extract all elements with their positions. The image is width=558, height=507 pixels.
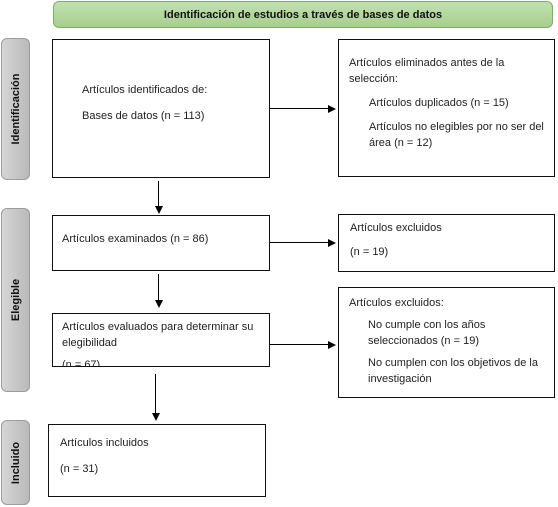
phase-identification-label: Identificación bbox=[9, 73, 22, 145]
arrow-identified-to-removed bbox=[270, 108, 328, 109]
included-box: Artículos incluidos (n = 31) bbox=[48, 424, 266, 497]
excluded1-line2: (n = 19) bbox=[350, 246, 389, 258]
excluded2-box: Artículos excluidos: No cumple con los a… bbox=[338, 287, 555, 398]
identified-line1: Artículos identificados de: bbox=[82, 84, 208, 96]
diagram-title: Identificación de estudios a través de b… bbox=[53, 1, 553, 28]
phase-included: Incluido bbox=[1, 420, 30, 505]
excluded1-box: Artículos excluidos (n = 19) bbox=[338, 214, 555, 272]
identified-box: Artículos identificados de: Bases de dat… bbox=[52, 39, 270, 178]
arrowhead-identified-to-removed bbox=[328, 104, 336, 113]
phase-eligible: Elegible bbox=[1, 208, 30, 392]
removed-title: Artículos eliminados antes de la selecci… bbox=[349, 57, 505, 85]
included-line2: (n = 31) bbox=[60, 463, 99, 475]
arrowhead-assessed-to-included bbox=[151, 413, 160, 421]
removed-item2: Artículos no elegibles por no ser del ár… bbox=[369, 121, 544, 149]
assessed-box: Artículos evaluados para determinar su e… bbox=[52, 313, 270, 367]
included-line1: Artículos incluidos bbox=[60, 437, 149, 449]
arrow-assessed-to-excluded2 bbox=[270, 344, 328, 345]
assessed-line1: Artículos evaluados para determinar su e… bbox=[62, 321, 254, 349]
phase-included-label: Incluido bbox=[9, 441, 22, 484]
removed-box: Artículos eliminados antes de la selecci… bbox=[338, 39, 555, 177]
assessed-line2: (n = 67) bbox=[62, 359, 101, 367]
screened-line1: Artículos examinados (n = 86) bbox=[62, 233, 209, 245]
arrowhead-screened-to-excluded1 bbox=[328, 238, 336, 247]
excluded1-line1: Artículos excluidos bbox=[350, 222, 442, 234]
identified-line2: Bases de datos (n = 113) bbox=[82, 110, 205, 122]
arrowhead-assessed-to-excluded2 bbox=[328, 340, 336, 349]
arrowhead-identified-to-screened bbox=[154, 206, 163, 214]
phase-eligible-label: Elegible bbox=[9, 278, 22, 322]
arrow-identified-to-screened bbox=[158, 181, 159, 206]
excluded2-item2: No cumplen con los objetivos de la inves… bbox=[368, 357, 538, 385]
arrow-assessed-to-included bbox=[155, 374, 156, 413]
arrow-screened-to-excluded1 bbox=[270, 242, 328, 243]
excluded2-title: Artículos excluidos: bbox=[349, 297, 444, 309]
arrowhead-screened-to-assessed bbox=[154, 300, 163, 308]
arrow-screened-to-assessed bbox=[158, 274, 159, 300]
phase-identification: Identificación bbox=[1, 38, 30, 180]
removed-item1: Artículos duplicados (n = 15) bbox=[369, 97, 509, 109]
screened-box: Artículos examinados (n = 86) bbox=[52, 215, 270, 271]
excluded2-item1: No cumple con los años seleccionados (n … bbox=[368, 319, 486, 347]
